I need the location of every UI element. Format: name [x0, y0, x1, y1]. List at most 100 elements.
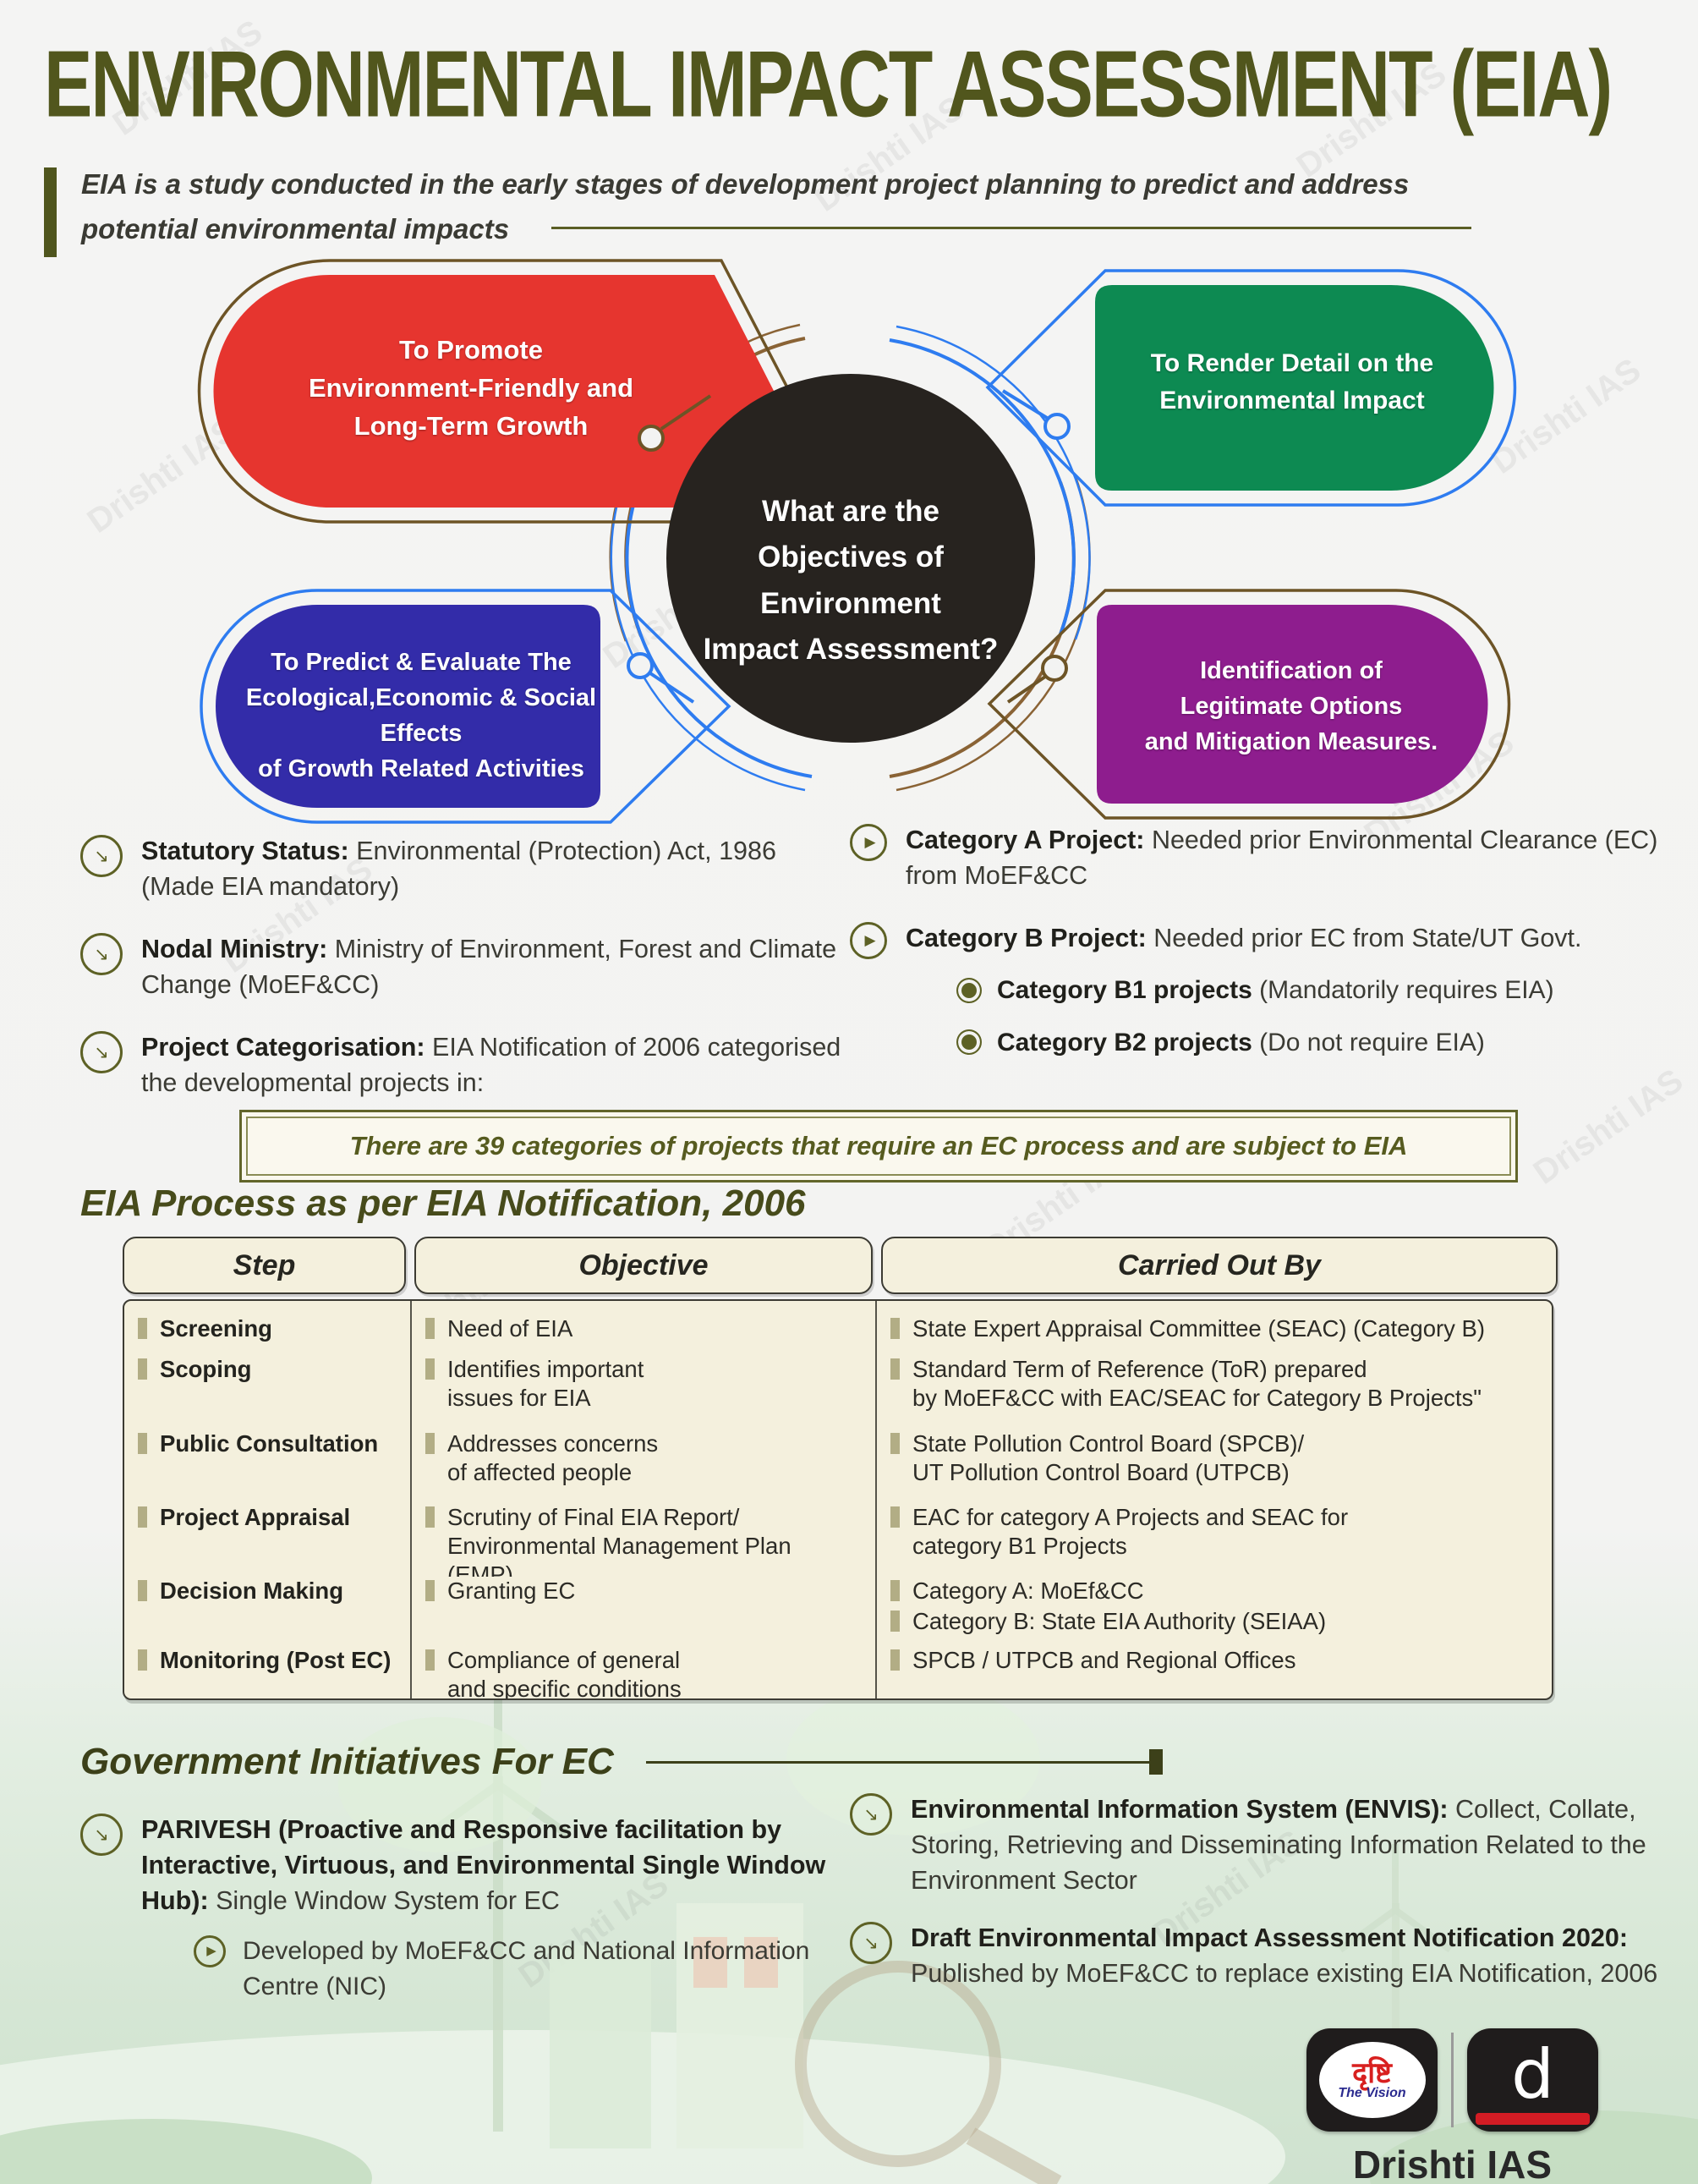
square-bullet-icon — [138, 1318, 147, 1339]
list-item: ↘ Nodal Ministry: Ministry of Environmen… — [80, 931, 846, 1002]
arrow-bullet-icon: ↘ — [850, 1793, 892, 1836]
square-bullet-icon — [425, 1580, 435, 1601]
subtitle-accent-bar — [44, 167, 57, 257]
page-subtitle: EIA is a study conducted in the early st… — [81, 168, 1410, 244]
arrow-bullet-icon: ↘ — [80, 1031, 123, 1074]
list-item: ↘ PARIVESH (Proactive and Responsive fac… — [80, 1812, 846, 2004]
table-cell: Scrutiny of Final EIA Report/ Environmen… — [425, 1503, 861, 1577]
arrow-bullet-icon: ↘ — [80, 933, 123, 976]
fact-label: Category B2 projects — [997, 1028, 1252, 1056]
initiatives-left-column: ↘ PARIVESH (Proactive and Responsive fac… — [80, 1812, 846, 2004]
facts-left-column: ↘ Statutory Status: Environmental (Prote… — [80, 833, 846, 1128]
list-item: ↘ Draft Environmental Impact Assessment … — [850, 1920, 1674, 1991]
objective-top-left: To Promote Environment-Friendly and Long… — [308, 335, 634, 441]
square-bullet-icon — [890, 1318, 900, 1339]
initiatives-right-column: ↘ Environmental Information System (ENVI… — [850, 1792, 1674, 2018]
tag-shape-bottom-right — [1097, 605, 1488, 804]
objective-top-right: To Render Detail on the Environmental Im… — [1150, 349, 1434, 414]
square-bullet-icon — [425, 1433, 435, 1454]
logo-divider — [1451, 2033, 1454, 2127]
fact-text: Single Window System for EC — [208, 1886, 560, 1916]
square-bullet-icon — [425, 1358, 435, 1380]
fact-text: (Do not require EIA) — [1252, 1028, 1485, 1056]
process-heading: EIA Process as per EIA Notification, 200… — [80, 1183, 806, 1224]
tag-outline-bottom-left — [200, 589, 731, 824]
square-bullet-icon — [890, 1358, 900, 1380]
table-cell: SPCB / UTPCB and Regional Offices — [890, 1646, 1546, 1675]
list-item: ↘ Project Categorisation: EIA Notificati… — [80, 1029, 846, 1100]
play-bullet-icon: ▶ — [850, 922, 887, 960]
category-b-subitems: Category B1 projects (Mandatorily requir… — [956, 973, 1581, 1060]
central-question: What are the Objectives of Environment I… — [703, 495, 999, 666]
process-table: Step Objective Carried Out By Screening … — [123, 1237, 1560, 1700]
arc-blue-top-right — [889, 338, 1076, 635]
highlight-banner: There are 39 categories of projects that… — [239, 1110, 1518, 1183]
fact-text: Collect, Collate, Storing, Retrieving an… — [911, 1795, 1646, 1896]
square-bullet-icon — [890, 1580, 900, 1601]
square-bullet-icon — [890, 1611, 900, 1633]
table-cell: Standard Term of Reference (ToR) prepare… — [890, 1355, 1546, 1413]
list-item: Category B2 projects (Do not require EIA… — [956, 1025, 1581, 1060]
fact-text: Environmental (Protection) Act, 1986 (Ma… — [141, 837, 776, 902]
square-bullet-icon — [138, 1433, 147, 1454]
column-header-objective: Objective — [414, 1237, 873, 1294]
background-illustration — [0, 1683, 1698, 2184]
logo-hindi-text: दृष्टि — [1352, 2057, 1392, 2089]
tag-outline-top-left — [197, 259, 791, 524]
arrow-bullet-icon: ↘ — [80, 835, 123, 877]
table-cell: State Expert Appraisal Committee (SEAC) … — [890, 1314, 1546, 1343]
table-row: Decision Making — [138, 1577, 404, 1605]
tag-outline-bottom-right — [987, 589, 1511, 820]
square-bullet-icon — [425, 1506, 435, 1528]
list-item: ▶ Category A Project: Needed prior Envir… — [850, 822, 1674, 893]
square-bullet-icon — [138, 1358, 147, 1380]
square-bullet-icon — [138, 1506, 147, 1528]
arrow-bullet-icon: ↘ — [850, 1922, 892, 1965]
fact-text: EIA Notification of 2006 categorised the… — [141, 1033, 841, 1098]
drishti-d-logo: d — [1467, 2028, 1598, 2132]
facts-right-column: ▶ Category A Project: Needed prior Envir… — [850, 822, 1674, 1060]
arrow-bullet-icon: ↘ — [80, 1814, 123, 1856]
tag-outline-top-right — [985, 269, 1517, 507]
brand-name: Drishti IAS — [1352, 2143, 1553, 2184]
table-cell: Identifies important issues for EIA — [425, 1355, 861, 1413]
objective-bottom-left: To Predict & Evaluate The Ecological,Eco… — [245, 649, 597, 783]
connector-pin — [627, 652, 654, 679]
square-bullet-icon — [890, 1433, 900, 1454]
square-bullet-icon — [425, 1649, 435, 1671]
fact-text: Needed prior EC from State/UT Govt. — [1146, 924, 1582, 953]
connector-pin — [1043, 413, 1071, 440]
column-header-step: Step — [123, 1237, 406, 1294]
square-bullet-icon — [425, 1318, 435, 1339]
column-divider — [410, 1301, 412, 1698]
fact-label: Nodal Ministry: — [141, 935, 328, 964]
logo-oval: दृष्टि The Vision — [1318, 2042, 1426, 2118]
step-column: Screening Scoping Public Consultation Pr… — [138, 1301, 404, 1698]
list-item: ▶ Category B Project: Needed prior EC fr… — [850, 920, 1674, 1060]
banner-text: There are 39 categories of projects that… — [349, 1131, 1408, 1161]
objectives-diagram — [197, 259, 1517, 824]
square-bullet-icon — [890, 1649, 900, 1671]
dot-bullet-icon — [956, 977, 982, 1003]
table-cell: Compliance of general and specific condi… — [425, 1646, 861, 1698]
column-header-carried: Carried Out By — [881, 1237, 1558, 1294]
watermark: Drishti IAS — [1526, 1062, 1690, 1192]
list-item: ↘ Statutory Status: Environmental (Prote… — [80, 833, 846, 904]
fact-label: Category B Project: — [906, 924, 1147, 953]
column-divider — [875, 1301, 877, 1698]
list-item: ▶ Developed by MoEF&CC and National Info… — [194, 1934, 846, 2004]
fact-text: Developed by MoEF&CC and National Inform… — [243, 1937, 810, 2000]
fact-label: Draft Environmental Impact Assessment No… — [911, 1923, 1629, 1953]
heading-rule-endcap — [1149, 1749, 1163, 1775]
tag-shape-top-right — [1095, 285, 1494, 491]
arc-blue-bottom-left — [625, 480, 813, 778]
table-cell: Category B: State EIA Authority (SEIAA) — [890, 1607, 1546, 1636]
dot-bullet-icon — [956, 1029, 982, 1056]
heading-rule — [645, 1760, 1149, 1764]
play-bullet-icon: ▶ — [850, 824, 887, 861]
carried-out-by-column: State Expert Appraisal Committee (SEAC) … — [890, 1301, 1546, 1698]
square-bullet-icon — [138, 1580, 147, 1601]
fact-text: (Mandatorily requires EIA) — [1252, 976, 1554, 1005]
logo-tagline: The Vision — [1338, 2086, 1406, 2100]
